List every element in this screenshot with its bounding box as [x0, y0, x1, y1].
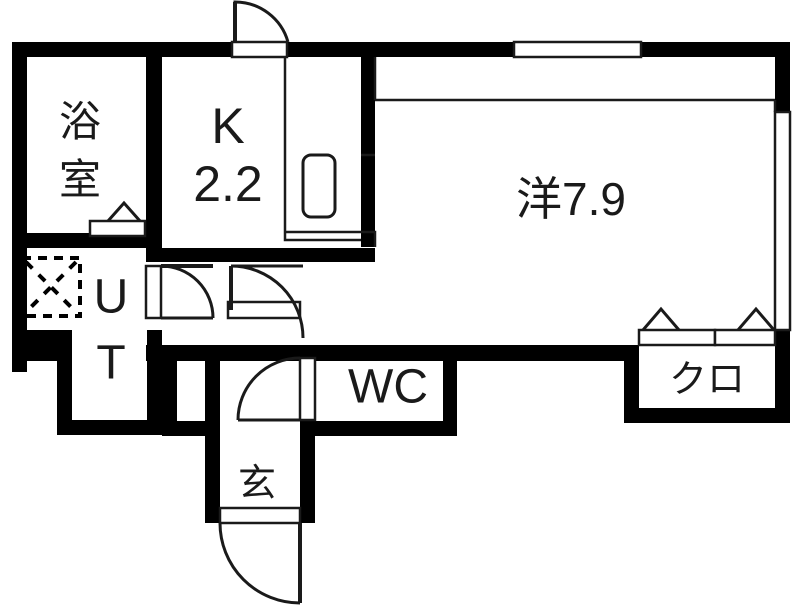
door-bathroom-folding — [88, 200, 147, 238]
door-main-entrance — [218, 506, 302, 605]
room-label-bathroom-line-1: 浴 — [59, 98, 101, 145]
wall-left-outer — [12, 42, 27, 372]
wall-ut-bottom — [57, 420, 162, 435]
door-group — [88, 0, 777, 605]
door-closet-right — [713, 306, 777, 347]
wall-hall-vert-mid — [205, 361, 220, 521]
wall-closet-left — [624, 345, 639, 423]
wall-hall-bottom — [162, 421, 220, 436]
wall-ut-left-vert — [57, 330, 72, 435]
room-label-western-room: 洋7.9 — [516, 173, 626, 225]
window-living-right — [773, 110, 792, 332]
door-closet-left — [637, 306, 717, 347]
kitchen-counter-2 — [285, 230, 377, 247]
kitchen-counter — [283, 57, 361, 242]
room-label-utility-line-1: U — [94, 271, 129, 324]
room-label-kitchen-line-1: K — [211, 98, 244, 154]
wall-entrance-right — [300, 421, 315, 523]
door-hallway — [226, 264, 305, 339]
room-label-entrance: 玄 — [238, 463, 276, 505]
wall-hall-top-2 — [146, 345, 376, 361]
wall-hall-left-vert — [162, 361, 177, 436]
washer-x-diag-2 — [24, 260, 78, 314]
door-toilet — [236, 356, 317, 422]
wall-kitchen-bottom — [146, 248, 375, 262]
door-kitchen-balcony — [230, 0, 290, 59]
window-group — [512, 40, 792, 332]
wall-bath-kitchen — [146, 42, 162, 248]
interior-line-group — [283, 57, 777, 247]
room-label-utility-line-2: T — [96, 337, 125, 390]
wall-top-outer — [12, 42, 790, 57]
kitchen-sink-basin — [301, 153, 337, 219]
wall-living-bottom — [361, 345, 631, 361]
wall-wc-right — [443, 345, 457, 423]
wall-closet-bottom — [624, 408, 790, 423]
wall-kitchen-alcove — [361, 90, 375, 243]
wall-ut-right-vert — [147, 330, 162, 435]
washer-x-diag-1 — [24, 260, 78, 314]
wall-wc-bottom — [300, 421, 457, 436]
washing-machine-space — [20, 256, 82, 318]
fixture-group — [20, 153, 337, 318]
room-label-closet: クロ — [669, 359, 745, 401]
room-label-bathroom-line-2: 室 — [59, 156, 101, 203]
door-utility — [144, 264, 215, 320]
room-label-toilet: WC — [348, 361, 428, 414]
window-living-top — [512, 40, 643, 59]
room-label-group: 浴 室 K 2.2 洋7.9 U T WC 玄 クロ — [59, 98, 745, 505]
wall-right-closet — [775, 330, 790, 423]
room-label-kitchen-line-2: 2.2 — [193, 156, 263, 212]
